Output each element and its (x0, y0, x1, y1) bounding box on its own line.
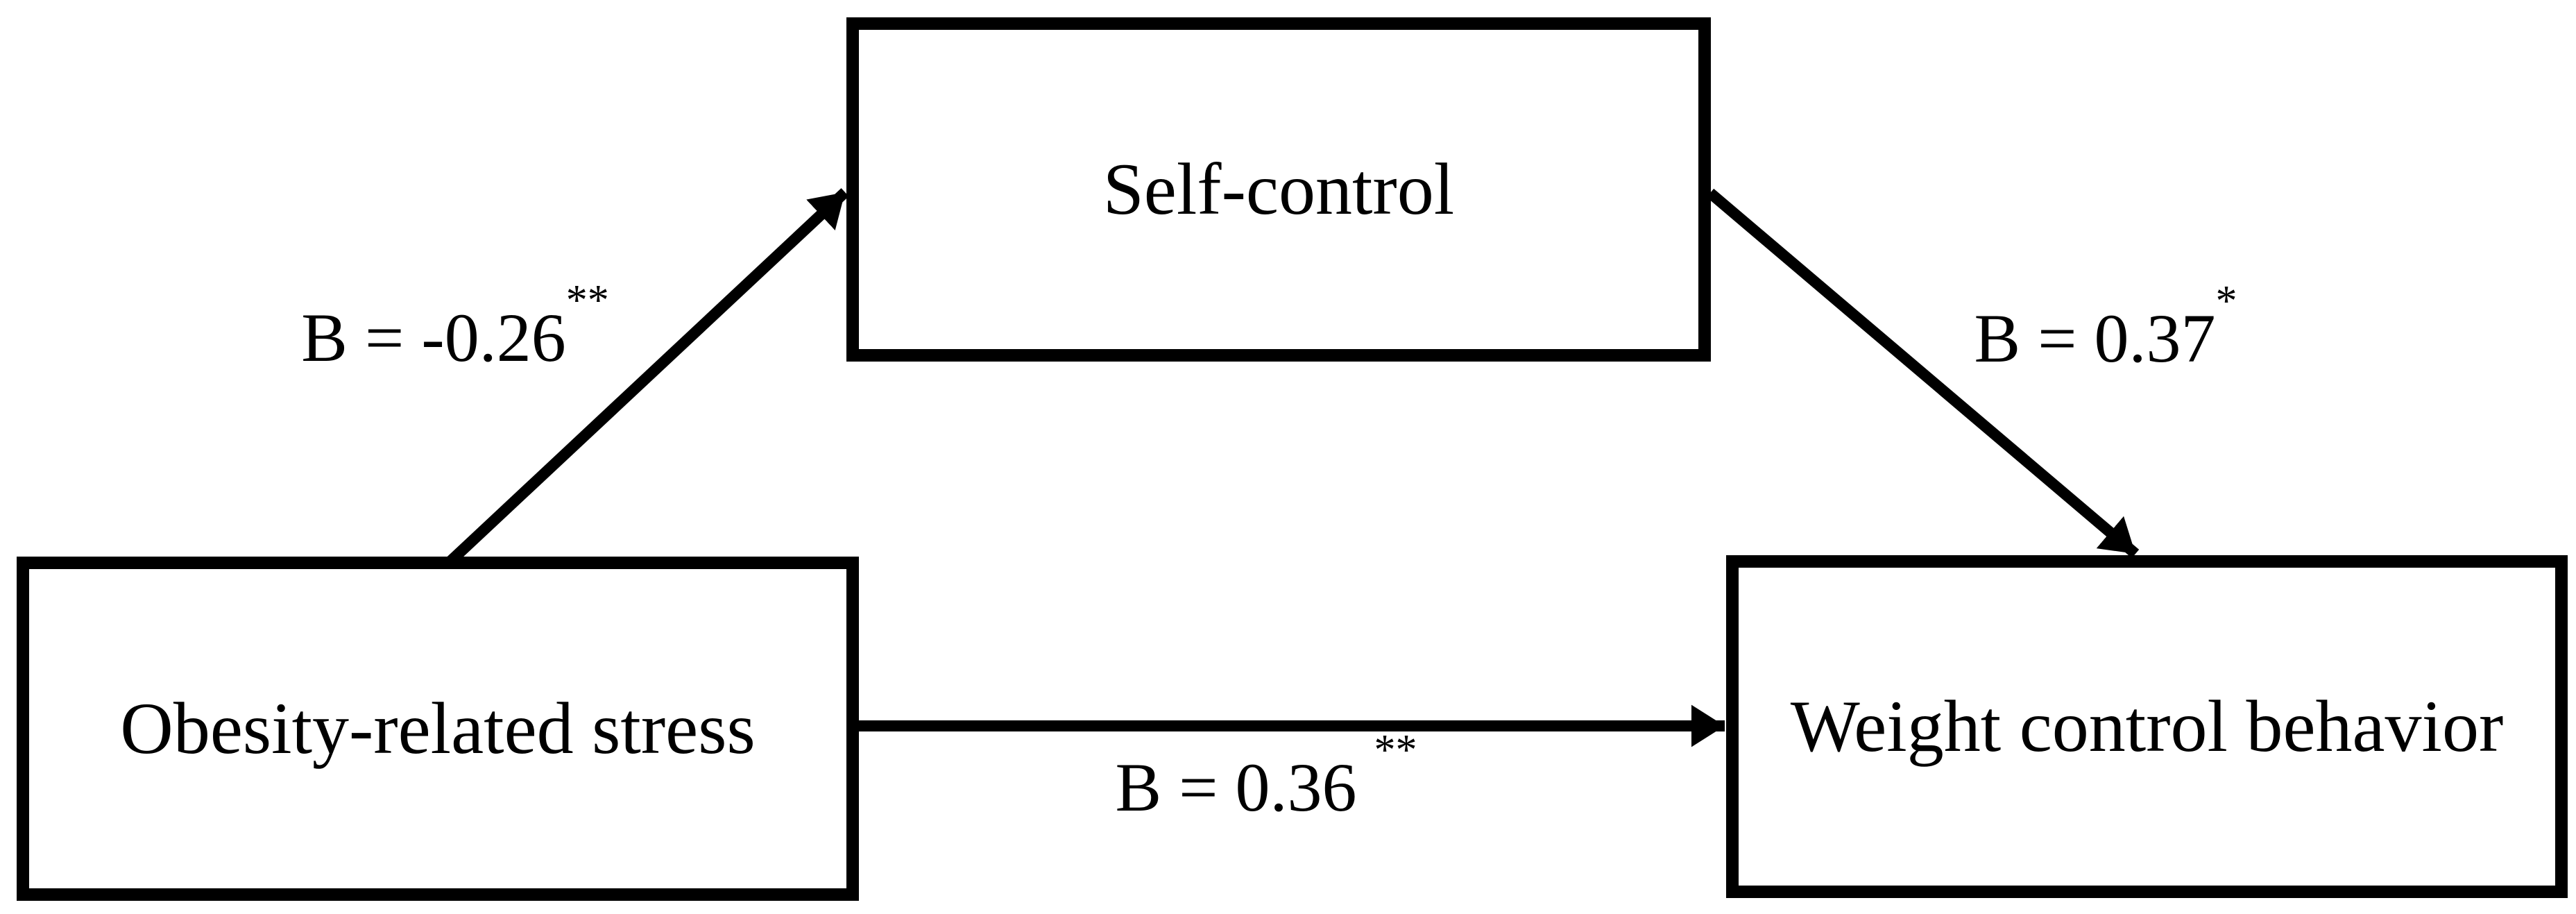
node-self-control: Self-control (846, 17, 1711, 362)
path-a-coefficient-label: B = -0.26** (232, 234, 608, 442)
node-weight-control-behavior-label: Weight control behavior (1790, 686, 2504, 767)
path-a-coefficient-text: B = -0.26 (301, 299, 566, 376)
path-c-significance-stars: ** (1374, 727, 1417, 775)
node-weight-control-behavior: Weight control behavior (1726, 555, 2568, 898)
path-c-coefficient-text: B = 0.36 (1115, 749, 1374, 826)
node-self-control-label: Self-control (1102, 149, 1455, 230)
path-b-coefficient-label: B = 0.37* (1904, 235, 2237, 443)
node-obesity-related-stress-label: Obesity-related stress (120, 688, 756, 769)
arrow-predictor-to-mediator (447, 188, 849, 565)
node-obesity-related-stress: Obesity-related stress (17, 557, 859, 901)
arrow-mediator-to-outcome (1706, 188, 2140, 559)
path-b-significance-stars: * (2215, 278, 2237, 325)
path-b-coefficient-text: B = 0.37 (1974, 300, 2216, 377)
path-c-coefficient-label: B = 0.36 ** (1046, 684, 1417, 892)
path-a-significance-stars: ** (565, 277, 609, 325)
